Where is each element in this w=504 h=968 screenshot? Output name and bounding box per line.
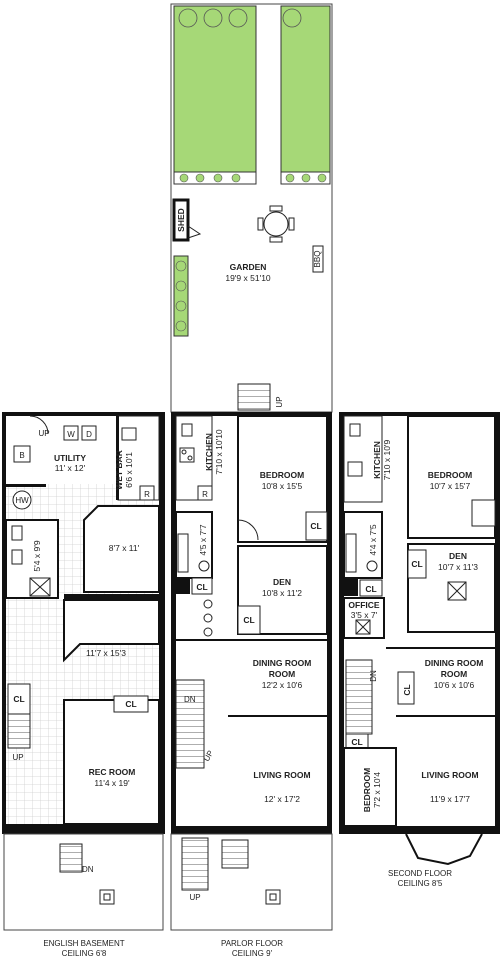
garden-lawn-right <box>280 5 331 183</box>
washer-label: W <box>67 430 75 439</box>
parlor-closet-1: CL <box>310 521 321 531</box>
parlor-dining-name: DINING ROOM <box>253 658 312 668</box>
dryer-label: D <box>86 430 92 439</box>
rec-room-size: 11'4 x 19' <box>94 778 130 788</box>
wet-bar-name: WET BAR <box>114 450 124 490</box>
wet-bar-fridge: R <box>144 490 150 499</box>
second-title: SECOND FLOOR <box>388 869 452 878</box>
parlor-dining-name2: ROOM <box>269 669 295 679</box>
wet-bar-size: 6'6 x 10'1 <box>124 452 134 488</box>
second-kitchen-size: 7'10 x 10'9 <box>382 439 392 480</box>
basement-title: ENGLISH BASEMENT <box>43 939 124 948</box>
parlor-up-label: UP <box>189 893 200 902</box>
second-closet-4: CL <box>402 684 412 695</box>
bbq <box>312 245 324 273</box>
parlor-living-name: LIVING ROOM <box>253 770 310 780</box>
english-basement: B W D HW UP UTILITY 11' x 12' R WET BAR … <box>2 412 165 958</box>
shrub-icon <box>178 8 302 28</box>
garden: SHED BBQ GARDEN 19'9 x 51'10 UP <box>170 3 333 413</box>
parlor-bedroom-name: BEDROOM <box>260 470 304 480</box>
parlor-ceiling: CEILING 9' <box>232 949 273 958</box>
second-floor: KITCHEN 7'10 x 10'9 BEDROOM 10'7 x 15'7 … <box>339 412 500 888</box>
second-ceiling: CEILING 8'5 <box>398 879 443 888</box>
parlor-living-size: 12' x 17'2 <box>264 794 300 804</box>
patio-table-icon <box>257 205 295 243</box>
second-bedroom2-size: 7'2 x 10'4 <box>372 772 382 808</box>
parlor-bath-size: 4'5 x 7'7 <box>198 524 208 555</box>
shed <box>172 198 190 242</box>
basement-dn-label: DN <box>82 865 94 874</box>
basement-closet-2: CL <box>13 694 24 704</box>
second-office-name: OFFICE <box>348 600 379 610</box>
parlor-title: PARLOR FLOOR <box>221 939 283 948</box>
utility-name: UTILITY <box>54 453 86 463</box>
boiler-label: B <box>19 451 24 460</box>
bath-size: 5'4 x 9'9 <box>32 540 42 571</box>
parlor-den-size: 10'8 x 11'2 <box>262 588 302 598</box>
parlor-closet-3: CL <box>243 615 254 625</box>
second-dining-name2: ROOM <box>441 669 467 679</box>
parlor-den-name: DEN <box>273 577 291 587</box>
parlor-dining-size: 12'2 x 10'6 <box>262 680 303 690</box>
second-closet-2: CL <box>411 559 422 569</box>
second-den-name: DEN <box>449 551 467 561</box>
parlor-fridge: R <box>202 490 208 499</box>
second-closet-3: CL <box>351 737 362 747</box>
basement-closet-1: CL <box>125 699 136 709</box>
second-closet-1: CL <box>365 584 376 594</box>
basement-ceiling: CEILING 6'8 <box>62 949 107 958</box>
parlor-dn-label: DN <box>184 695 196 704</box>
second-living-name: LIVING ROOM <box>421 770 478 780</box>
garden-stair <box>237 383 271 411</box>
parlor-bedroom-size: 10'8 x 15'5 <box>262 481 303 491</box>
room-b-size: 11'7 x 15'3 <box>86 648 126 658</box>
areaway <box>3 833 164 931</box>
parlor-kitchen-name: KITCHEN <box>204 433 214 471</box>
side-planter <box>173 255 189 337</box>
garden-size: 19'9 x 51'10 <box>225 273 271 283</box>
second-den-size: 10'7 x 11'3 <box>438 562 478 572</box>
rec-room-name: REC ROOM <box>89 767 136 777</box>
second-bath-size: 4'4 x 7'5 <box>368 524 378 555</box>
garden-up-label: UP <box>275 396 284 407</box>
utility-size: 11' x 12' <box>55 463 86 473</box>
parlor-floor: R KITCHEN 7'10 x 10'10 BEDROOM 10'8 x 15… <box>170 412 333 958</box>
second-bedroom2-name: BEDROOM <box>362 768 372 812</box>
second-kitchen-name: KITCHEN <box>372 441 382 479</box>
second-office-size: 3'5 x 7' <box>351 610 378 620</box>
second-bedroom1-name: BEDROOM <box>428 470 472 480</box>
basement-up-top: UP <box>38 429 49 438</box>
garden-name: GARDEN <box>230 262 267 272</box>
parlor-closet-2: CL <box>196 582 207 592</box>
shed-label: SHED <box>176 208 186 232</box>
hot-water-label: HW <box>15 496 29 505</box>
bbq-label: BBQ <box>313 251 322 268</box>
room-a-size: 8'7 x 11' <box>109 543 140 553</box>
basement-up-label: UP <box>12 753 23 762</box>
second-bedroom1-size: 10'7 x 15'7 <box>430 481 471 491</box>
parlor-kitchen-size: 7'10 x 10'10 <box>214 429 224 475</box>
garden-lawn-left <box>173 5 257 183</box>
second-dining-size: 10'6 x 10'6 <box>434 680 475 690</box>
second-dining-name: DINING ROOM <box>425 658 484 668</box>
second-living-size: 11'9 x 17'7 <box>430 794 470 804</box>
second-dn-label: DN <box>369 670 378 682</box>
